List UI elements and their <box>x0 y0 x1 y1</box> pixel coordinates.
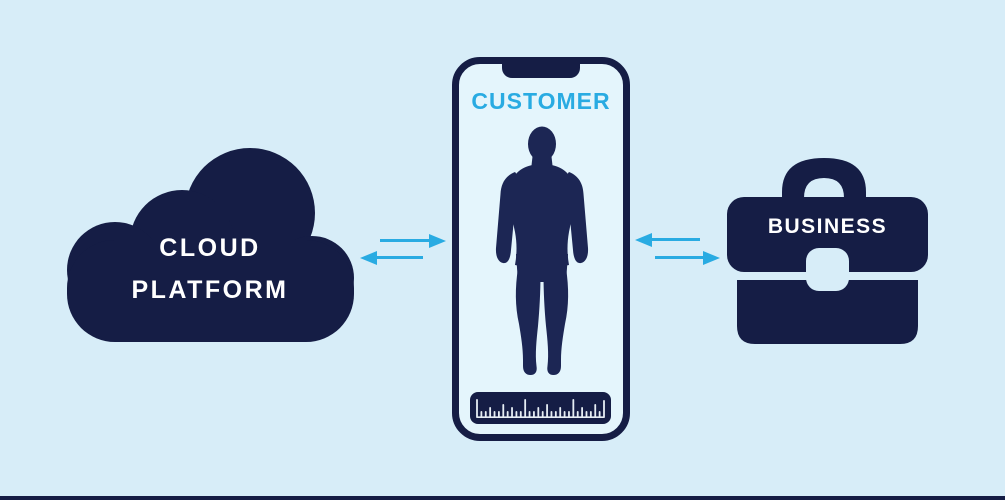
ruler-icon <box>470 392 611 424</box>
cloud-label-line1: CLOUD <box>159 234 261 262</box>
cloud-icon <box>67 148 354 342</box>
ruler-ticks <box>476 399 605 418</box>
phone-notch-icon <box>502 57 580 78</box>
arrow-left-briefcase-to-phone-icon <box>652 238 700 241</box>
arrow-right-phone-to-briefcase-icon <box>655 256 703 259</box>
customer-label: CUSTOMER <box>471 88 611 114</box>
briefcase-icon <box>727 158 928 344</box>
cloud-label-line2: PLATFORM <box>131 276 289 304</box>
person-silhouette-icon <box>495 126 589 375</box>
business-label: BUSINESS <box>767 215 888 238</box>
bottom-edge-strip <box>0 496 1005 500</box>
briefcase-clasp-icon <box>806 248 849 291</box>
cloud-platform-label: CLOUD PLATFORM <box>60 227 360 311</box>
arrow-right-cloud-to-phone-icon <box>380 239 429 242</box>
arrow-left-phone-to-cloud-icon <box>377 256 423 259</box>
